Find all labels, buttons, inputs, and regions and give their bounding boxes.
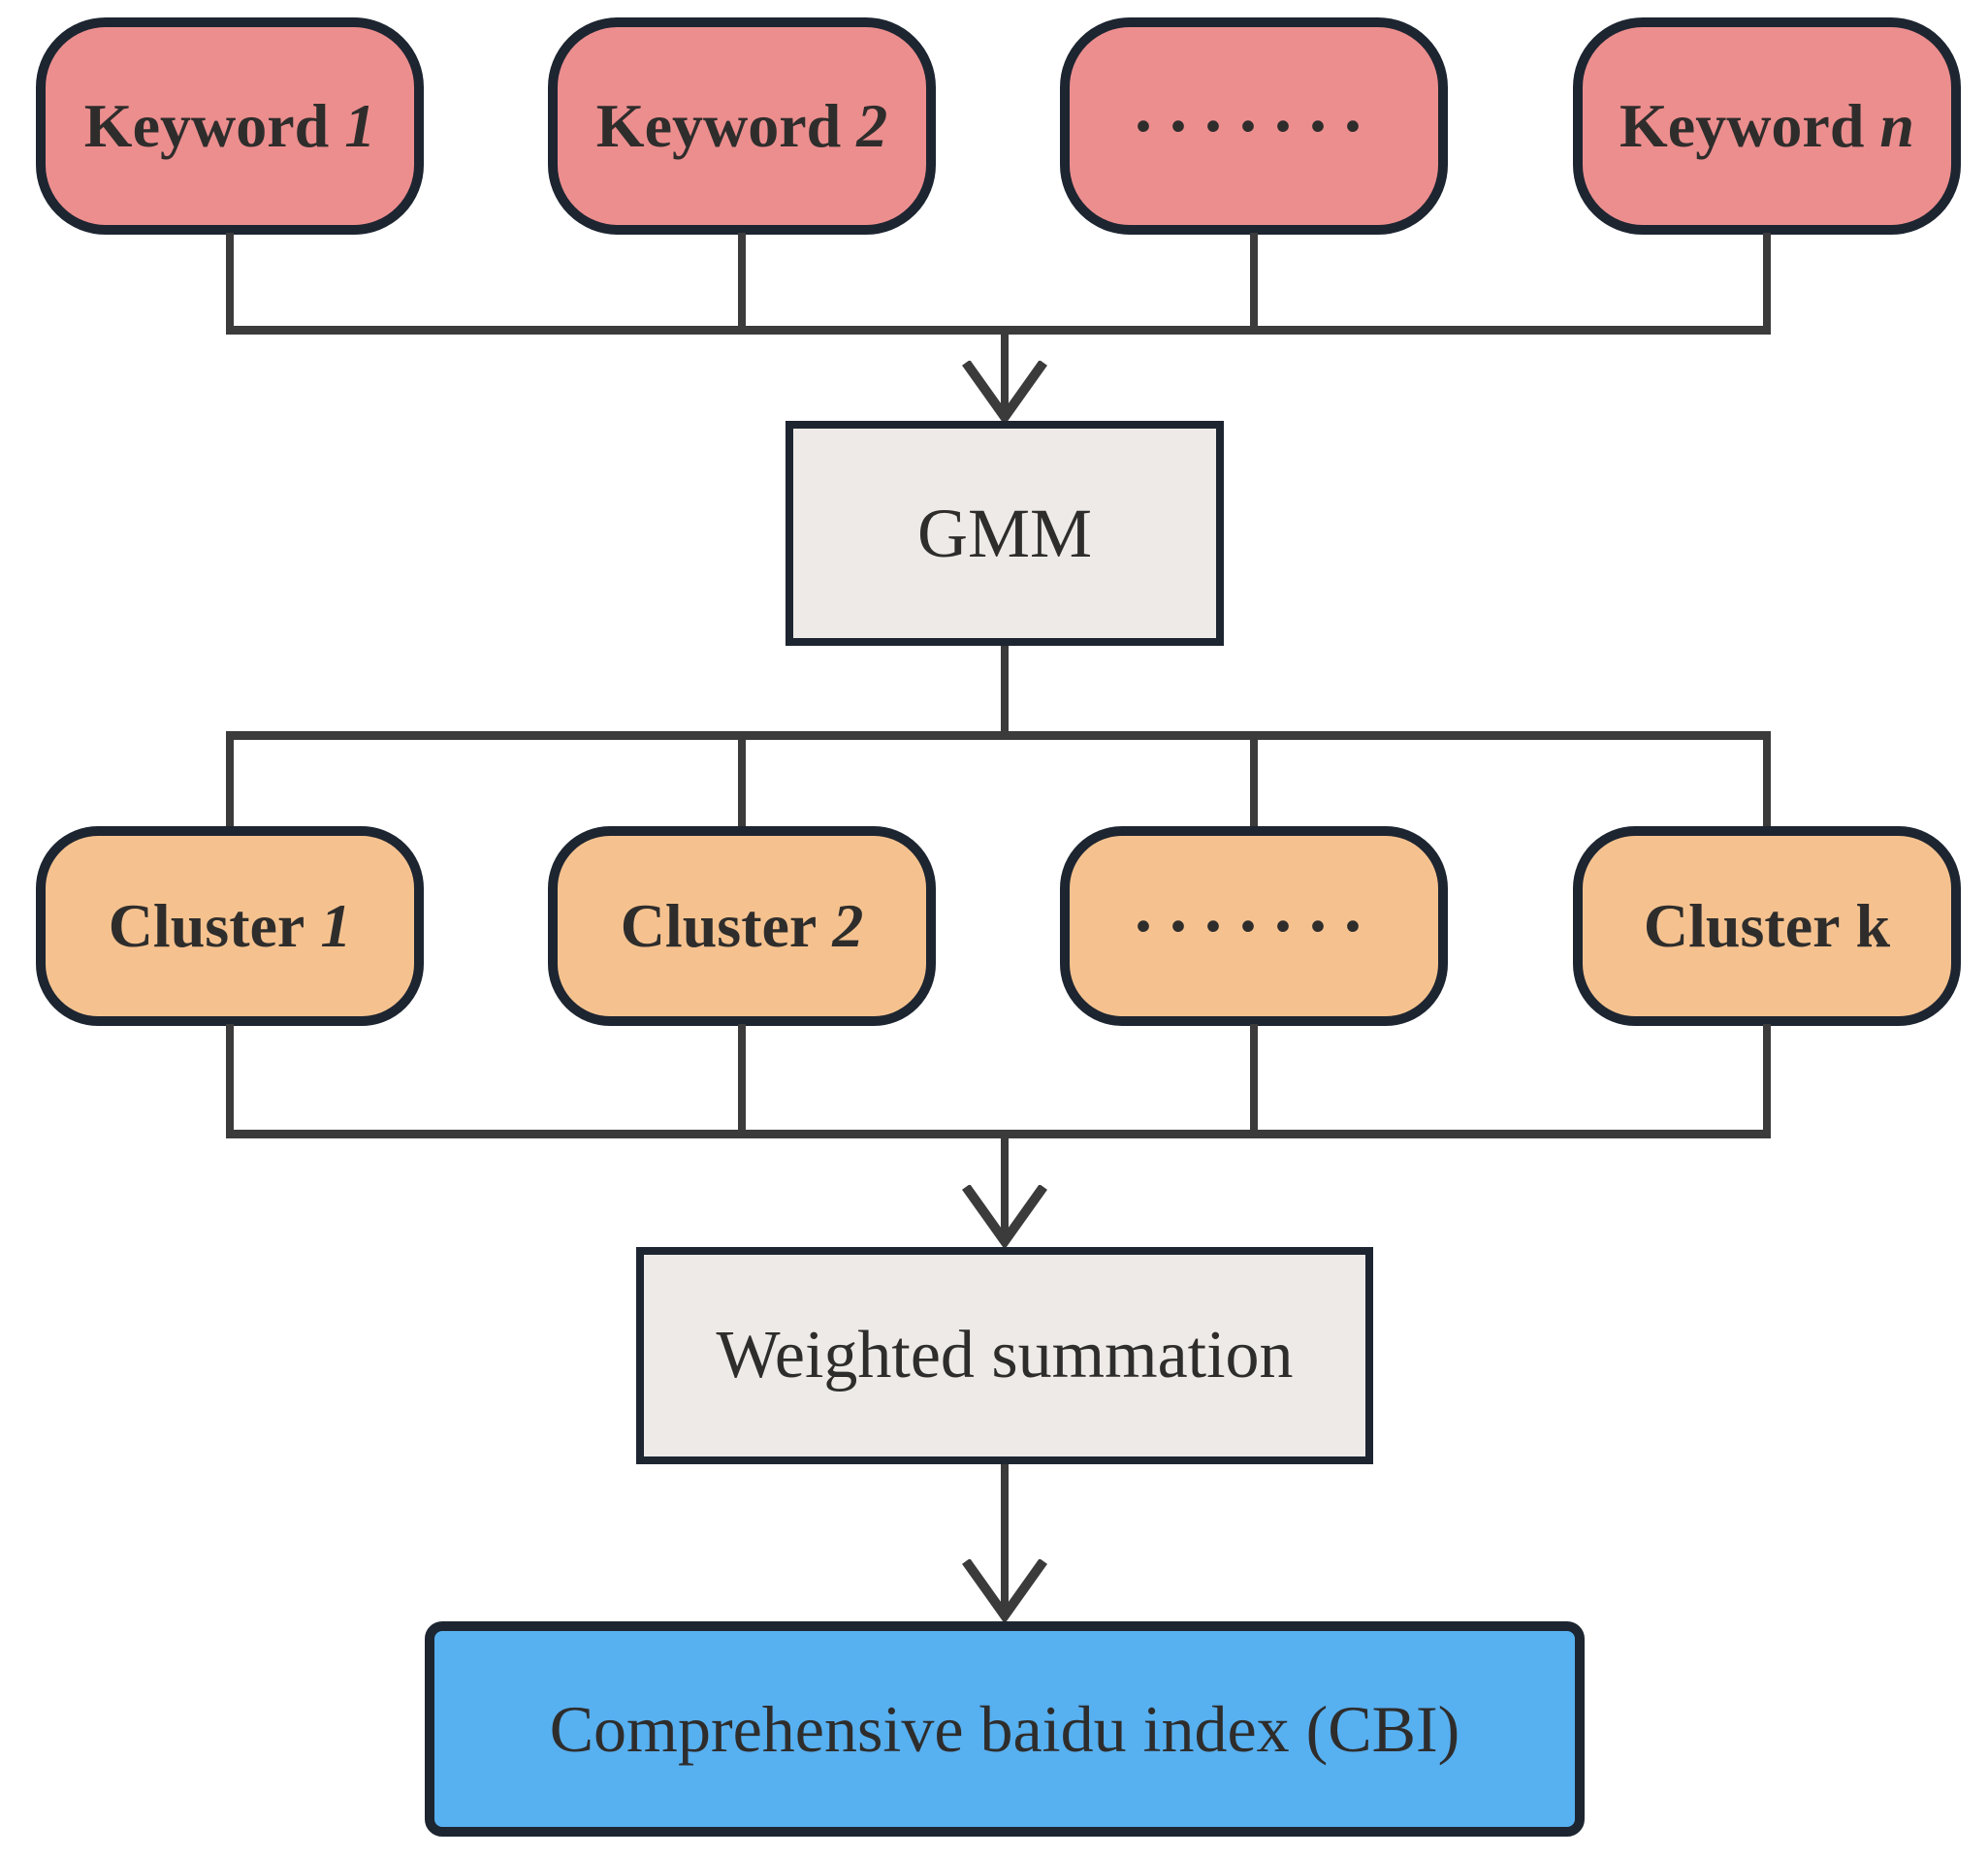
cbi-arrow-stem: [1001, 1464, 1009, 1614]
cluster-ellipsis-drop: [1250, 740, 1258, 828]
keyword-ellipsis-stem: [1250, 233, 1258, 330]
cluster-1-drop: [226, 740, 234, 828]
gmm-arrow-stem: [1001, 335, 1009, 417]
keyword-n-suffix: n: [1879, 91, 1914, 160]
gmm-label: GMM: [916, 494, 1093, 572]
keyword-n-label: Keyword: [1619, 91, 1865, 160]
keyword-ellipsis-node: ·······: [1060, 17, 1448, 235]
keyword-2-stem: [738, 233, 746, 330]
cluster-2-label: Cluster: [620, 891, 818, 960]
cluster-2-stem: [738, 1024, 746, 1134]
cluster-ellipsis-node: ·······: [1060, 826, 1448, 1026]
weighted-arrow-stem: [1001, 1138, 1009, 1235]
cluster-2-drop: [738, 740, 746, 828]
cluster-1-label: Cluster: [108, 891, 305, 960]
keyword-n-stem: [1763, 233, 1771, 330]
bus-line-middle: [226, 731, 1771, 740]
keyword-1-label: Keyword: [83, 91, 330, 160]
cluster-1-suffix: 1: [320, 891, 352, 960]
cbi-label: Comprehensive baidu index (CBI): [549, 1691, 1460, 1766]
cluster-2-suffix: 2: [832, 891, 864, 960]
arrow-down-icon: [962, 1185, 1047, 1247]
keyword-1-suffix: 1: [344, 91, 376, 160]
cluster-k-label: Cluster: [1643, 891, 1841, 960]
gmm-node: GMM: [786, 421, 1224, 646]
gmm-output-stem: [1001, 646, 1009, 735]
keyword-ellipsis-label: ·······: [1131, 86, 1377, 165]
weighted-summation-label: Weighted summation: [716, 1318, 1294, 1392]
keyword-2-label: Keyword: [595, 91, 842, 160]
cbi-node: Comprehensive baidu index (CBI): [425, 1621, 1585, 1837]
cluster-1-stem: [226, 1024, 234, 1134]
cluster-ellipsis-label: ·······: [1131, 886, 1377, 965]
weighted-summation-node: Weighted summation: [636, 1247, 1373, 1464]
cluster-ellipsis-stem: [1250, 1024, 1258, 1134]
cluster-k-drop: [1763, 740, 1771, 828]
keyword-1-stem: [226, 233, 234, 330]
cluster-k-suffix: k: [1855, 891, 1891, 960]
bus-line-top: [226, 326, 1771, 335]
keyword-2-suffix: 2: [856, 91, 888, 160]
arrow-down-icon: [962, 1559, 1047, 1621]
bus-line-bottom: [226, 1130, 1771, 1138]
cluster-k-stem: [1763, 1024, 1771, 1134]
arrow-down-icon: [962, 361, 1047, 423]
